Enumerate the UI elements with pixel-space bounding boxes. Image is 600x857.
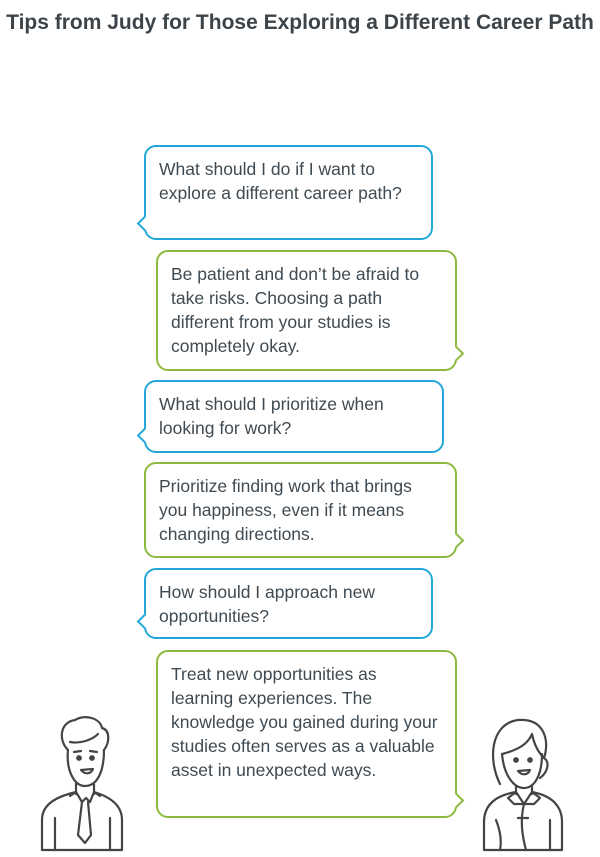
question-bubble-2: What should I prioritize when looking fo… [136, 380, 444, 453]
bubble-tail [136, 215, 153, 232]
woman-avatar-icon [482, 718, 564, 852]
answer-bubble-2: Prioritize finding work that brings you … [144, 462, 465, 558]
answer-text: Be patient and don’t be afraid to take r… [171, 264, 420, 356]
answer-bubble-1: Be patient and don’t be afraid to take r… [156, 250, 465, 371]
bubble-tail [448, 532, 465, 549]
page-title: Tips from Judy for Those Exploring a Dif… [6, 11, 594, 34]
bubble-tail [448, 345, 465, 362]
question-bubble-1: What should I do if I want to explore a … [136, 145, 433, 240]
man-avatar-icon [40, 716, 124, 852]
question-text: What should I prioritize when looking fo… [159, 394, 384, 438]
bubble-tail [136, 613, 153, 630]
question-text: How should I approach new opportunities? [159, 582, 375, 626]
question-text: What should I do if I want to explore a … [159, 159, 402, 203]
question-bubble-3: How should I approach new opportunities? [136, 568, 433, 639]
answer-text: Prioritize finding work that brings you … [159, 476, 412, 544]
bubble-tail [136, 427, 153, 444]
answer-text: Treat new opportunities as learning expe… [171, 664, 438, 780]
bubble-tail [448, 792, 465, 809]
answer-bubble-3: Treat new opportunities as learning expe… [156, 650, 465, 818]
